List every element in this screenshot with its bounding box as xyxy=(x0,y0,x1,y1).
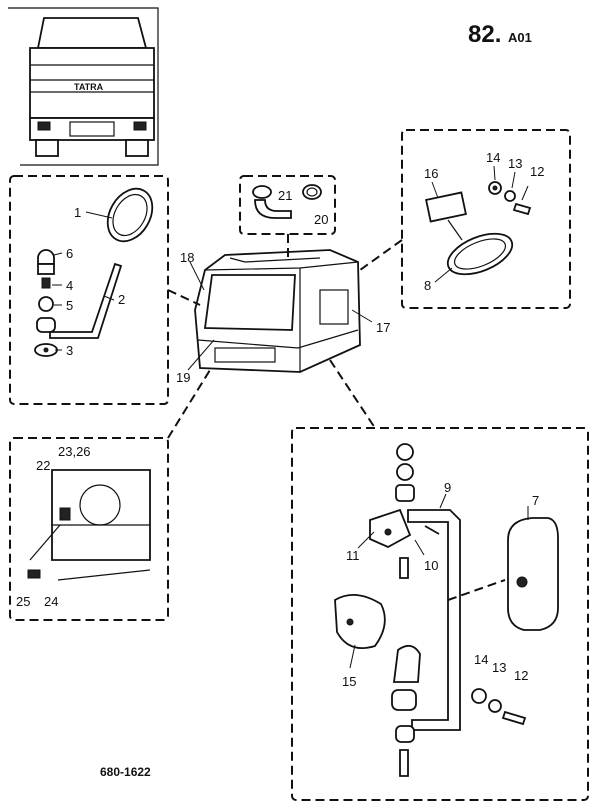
callout-15: 15 xyxy=(342,674,356,689)
callout-13-top: 13 xyxy=(508,156,522,171)
callout-7: 7 xyxy=(532,493,539,508)
grommet-parts xyxy=(252,184,322,219)
truck-cab xyxy=(194,249,361,373)
callout-leaders xyxy=(52,165,529,669)
callout-4: 4 xyxy=(66,278,73,293)
callout-9: 9 xyxy=(444,480,451,495)
callout-24: 24 xyxy=(44,594,58,609)
top-group-box xyxy=(239,175,336,235)
mirror-small xyxy=(425,181,532,276)
mount-stack-left xyxy=(34,249,58,357)
callout-10: 10 xyxy=(424,558,438,573)
cab-window-seal xyxy=(106,187,154,243)
bracket-rod-left xyxy=(49,262,123,339)
sheet-suffix: A01 xyxy=(508,30,532,45)
callout-16: 16 xyxy=(424,166,438,181)
callout-12-bottom: 12 xyxy=(514,668,528,683)
callout-1: 1 xyxy=(74,205,81,220)
mirror-assembly-large xyxy=(334,443,559,777)
truck-badge: TATRA xyxy=(74,82,104,92)
callout-3: 3 xyxy=(66,343,73,358)
callout-21: 21 xyxy=(278,188,292,203)
callout-5: 5 xyxy=(66,298,73,313)
callout-13-bottom: 13 xyxy=(492,660,506,675)
callout-14-bottom: 14 xyxy=(474,652,488,667)
callout-14-top: 14 xyxy=(486,150,500,165)
callout-17: 17 xyxy=(376,320,390,335)
sheet-number: 82. xyxy=(468,21,501,48)
callout-25: 25 xyxy=(16,594,30,609)
lower-right-box xyxy=(291,427,589,801)
callout-19: 19 xyxy=(176,370,190,385)
callout-8: 8 xyxy=(424,278,431,293)
callout-23-26: 23,26 xyxy=(58,444,91,459)
callout-11: 11 xyxy=(346,548,360,563)
right-upper-box xyxy=(401,129,571,309)
callout-6: 6 xyxy=(66,246,73,261)
callouts: 1 2 3 4 5 6 7 8 9 10 11 12 13 14 15 16 1… xyxy=(16,150,544,689)
callout-22: 22 xyxy=(36,458,50,473)
cab-interior-detail xyxy=(27,469,151,581)
lower-left-box xyxy=(9,437,169,621)
callout-12-top: 12 xyxy=(530,164,544,179)
drawing-number: 680-1622 xyxy=(100,765,151,779)
callout-2: 2 xyxy=(118,292,125,307)
callout-20: 20 xyxy=(314,212,328,227)
truck-front-inset: TATRA xyxy=(8,7,159,166)
callout-18: 18 xyxy=(180,250,194,265)
